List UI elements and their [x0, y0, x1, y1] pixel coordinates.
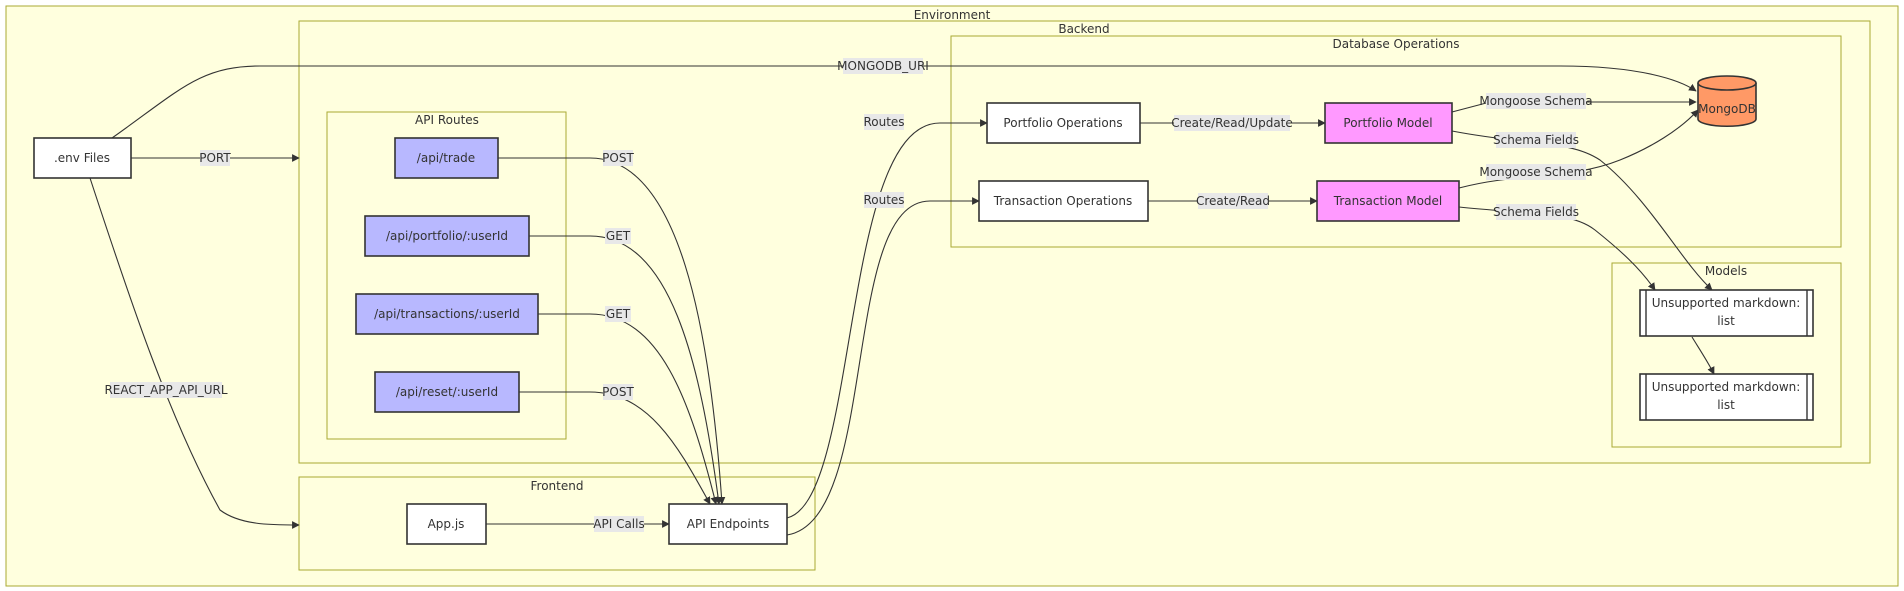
- node-env-files[interactable]: .env Files: [33, 137, 132, 179]
- svg-text:/api/trade: /api/trade: [417, 151, 475, 165]
- svg-text:MONGODB_URI: MONGODB_URI: [837, 59, 929, 73]
- svg-text:Portfolio Operations: Portfolio Operations: [1003, 116, 1122, 130]
- edge-label-schema-fields-portfolio: Schema Fields: [1493, 132, 1579, 148]
- edge-label-mongoose-schema-transaction: Mongoose Schema: [1479, 164, 1593, 180]
- svg-text:Schema Fields: Schema Fields: [1493, 205, 1579, 219]
- edge-label-routes-transaction: Routes: [863, 192, 905, 208]
- cluster-title-database-operations: Database Operations: [1332, 37, 1459, 51]
- node-mongodb[interactable]: MongoDB: [1697, 75, 1757, 128]
- cluster-title-models: Models: [1705, 264, 1747, 278]
- cluster-title-environment: Environment: [914, 8, 991, 22]
- edge-routes-transaction: [786, 197, 980, 536]
- svg-text:Create/Read/Update: Create/Read/Update: [1171, 116, 1293, 130]
- svg-text:Unsupported markdown:: Unsupported markdown:: [1652, 296, 1801, 310]
- svg-text:Routes: Routes: [863, 193, 904, 207]
- node-unsupported-markdown-1[interactable]: Unsupported markdown: list: [1639, 289, 1814, 337]
- edge-label-create-read: Create/Read: [1196, 193, 1270, 209]
- node-app-js[interactable]: App.js: [406, 503, 487, 545]
- node-unsupported-markdown-2[interactable]: Unsupported markdown: list: [1639, 373, 1814, 421]
- svg-text:POST: POST: [602, 151, 634, 165]
- svg-text:/api/portfolio/:userId: /api/portfolio/:userId: [386, 229, 508, 243]
- svg-text:PORT: PORT: [199, 151, 231, 165]
- svg-text:/api/reset/:userId: /api/reset/:userId: [396, 385, 498, 399]
- edge-label-port: PORT: [199, 150, 231, 166]
- svg-text:Transaction Operations: Transaction Operations: [993, 194, 1132, 208]
- edge-label-api-calls: API Calls: [593, 516, 645, 532]
- edge-routes-portfolio: [786, 119, 988, 519]
- svg-text:MongoDB: MongoDB: [1698, 102, 1756, 116]
- edge-models-chain: [1691, 336, 1715, 375]
- edge-label-mongoose-schema-portfolio: Mongoose Schema: [1479, 93, 1593, 109]
- svg-text:GET: GET: [606, 229, 631, 243]
- edge-label-post-reset: POST: [602, 384, 634, 400]
- svg-text:Routes: Routes: [863, 115, 904, 129]
- svg-text:Schema Fields: Schema Fields: [1493, 133, 1579, 147]
- edge-label-routes-portfolio: Routes: [863, 114, 905, 130]
- node-api-trade[interactable]: /api/trade: [394, 137, 499, 179]
- svg-text:REACT_APP_API_URL: REACT_APP_API_URL: [104, 383, 227, 397]
- edge-label-schema-fields-transaction: Schema Fields: [1493, 204, 1579, 220]
- node-api-endpoints[interactable]: API Endpoints: [668, 503, 788, 545]
- svg-text:Unsupported markdown:: Unsupported markdown:: [1652, 380, 1801, 394]
- edge-label-react-app-api-url: REACT_APP_API_URL: [104, 382, 228, 398]
- svg-text:Transaction Model: Transaction Model: [1333, 194, 1443, 208]
- svg-text:GET: GET: [606, 307, 631, 321]
- node-api-reset[interactable]: /api/reset/:userId: [374, 371, 520, 413]
- edge-label-get-portfolio: GET: [605, 228, 631, 244]
- edge-mongodb-uri: [111, 65, 1697, 139]
- svg-text:API Calls: API Calls: [593, 517, 644, 531]
- cluster-title-frontend: Frontend: [531, 479, 584, 493]
- node-api-transactions[interactable]: /api/transactions/:userId: [355, 293, 539, 335]
- edge-label-get-transactions: GET: [605, 306, 631, 322]
- edge-post-reset: [519, 391, 711, 505]
- edge-label-create-read-update: Create/Read/Update: [1171, 115, 1293, 131]
- svg-text:API Endpoints: API Endpoints: [687, 517, 769, 531]
- node-api-portfolio[interactable]: /api/portfolio/:userId: [364, 215, 530, 257]
- svg-text:/api/transactions/:userId: /api/transactions/:userId: [374, 307, 520, 321]
- edge-label-mongodb-uri: MONGODB_URI: [837, 58, 929, 74]
- node-transaction-operations[interactable]: Transaction Operations: [978, 180, 1149, 222]
- edge-react-app-api-url: [89, 177, 300, 529]
- svg-text:.env Files: .env Files: [54, 151, 110, 165]
- cluster-title-api-routes: API Routes: [415, 113, 479, 127]
- svg-text:Create/Read: Create/Read: [1196, 194, 1270, 208]
- svg-text:list: list: [1717, 314, 1735, 328]
- svg-text:App.js: App.js: [428, 517, 465, 531]
- svg-text:POST: POST: [602, 385, 634, 399]
- svg-text:Mongoose Schema: Mongoose Schema: [1479, 94, 1592, 108]
- svg-text:list: list: [1717, 398, 1735, 412]
- edges: [89, 65, 1715, 536]
- node-portfolio-model[interactable]: Portfolio Model: [1324, 102, 1453, 144]
- node-transaction-model[interactable]: Transaction Model: [1316, 180, 1460, 222]
- edge-label-post-trade: POST: [602, 150, 634, 166]
- svg-text:Mongoose Schema: Mongoose Schema: [1479, 165, 1592, 179]
- node-portfolio-operations[interactable]: Portfolio Operations: [986, 102, 1141, 144]
- svg-text:Portfolio Model: Portfolio Model: [1343, 116, 1432, 130]
- cluster-title-backend: Backend: [1058, 22, 1109, 36]
